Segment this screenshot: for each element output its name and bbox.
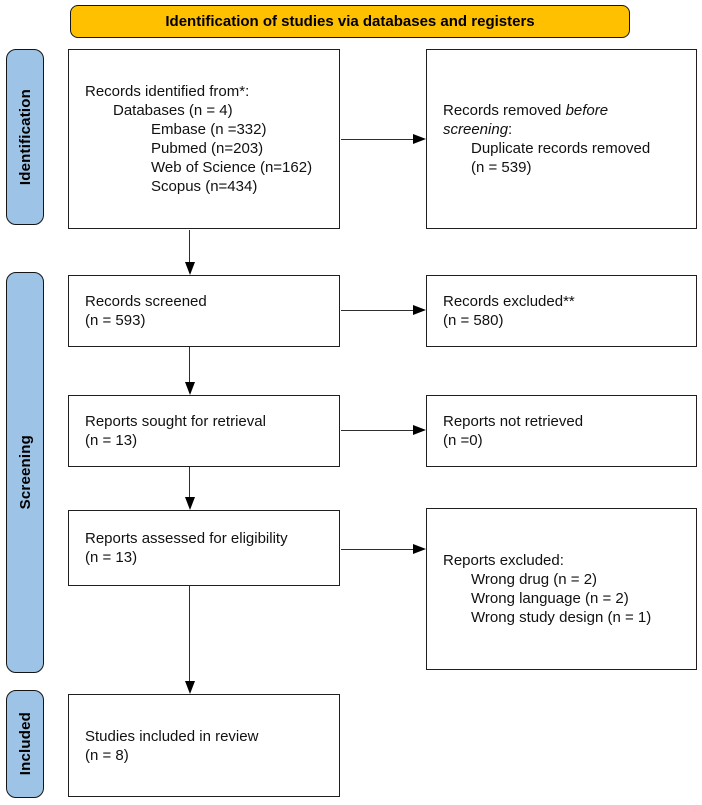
arrow-assessed-to-included: [189, 585, 190, 682]
sidebar-stage-identification: Identification: [6, 49, 44, 225]
arrow-right-head-icon: [413, 134, 426, 144]
arrow-down-head-icon: [184, 382, 195, 395]
box-reports-not-retrieved: Reports not retrieved (n =0): [426, 395, 697, 467]
arrow-identified-to-screened: [189, 230, 190, 263]
banner: Identification of studies via databases …: [70, 5, 630, 38]
arrow-assessed-to-excluded: [341, 549, 414, 550]
box-records-identified: Records identified from*: Databases (n =…: [68, 49, 340, 229]
text-line: Wrong drug (n = 2): [471, 571, 598, 588]
arrow-sought-to-not-retrieved: [341, 430, 414, 431]
sidebar-stage-screening: Screening: [6, 272, 44, 673]
arrow-screened-to-sought: [189, 347, 190, 383]
text-line: Records identified from*:: [85, 83, 250, 100]
arrow-down-head-icon: [184, 497, 195, 510]
text-segment: :: [508, 121, 513, 138]
text-line: Pubmed (n=203): [151, 140, 264, 157]
sidebar-stage-included: Included: [6, 690, 44, 798]
arrow-right-head-icon: [413, 544, 426, 554]
text-line: Records excluded**: [443, 293, 575, 310]
box-studies-included: Studies included in review (n = 8): [68, 694, 340, 797]
text-line: (n = 539): [471, 159, 532, 176]
arrow-right-head-icon: [413, 425, 426, 435]
box-reports-assessed: Reports assessed for eligibility (n = 13…: [68, 510, 340, 586]
text-line: Reports excluded:: [443, 552, 564, 569]
text-line: Wrong language (n = 2): [471, 590, 629, 607]
box-records-excluded: Records excluded** (n = 580): [426, 275, 697, 347]
text-line: Records screened: [85, 293, 207, 310]
box-records-removed: Records removed before screening: Duplic…: [426, 49, 697, 229]
arrow-right-head-icon: [413, 305, 426, 315]
text-line: (n = 13): [85, 432, 138, 449]
arrow-identified-to-removed: [341, 139, 414, 140]
arrow-screened-to-excluded: [341, 310, 414, 311]
sidebar-label-screening: Screening: [16, 435, 34, 510]
text-line: (n = 593): [85, 312, 146, 329]
text-line: Records removed before screening:: [443, 101, 643, 139]
text-line: Reports not retrieved: [443, 413, 584, 430]
text-line: Databases (n = 4): [113, 102, 233, 119]
arrow-down-head-icon: [184, 262, 195, 275]
text-line: Scopus (n=434): [151, 178, 258, 195]
text-line: Web of Science (n=162): [151, 159, 313, 176]
arrow-down-head-icon: [184, 681, 195, 694]
text-line: Reports assessed for eligibility: [85, 530, 288, 547]
sidebar-label-included: Included: [16, 712, 34, 776]
box-records-screened: Records screened (n = 593): [68, 275, 340, 347]
text-segment-italic: before screening: [443, 102, 609, 138]
text-line: Wrong study design (n = 1): [471, 609, 652, 626]
text-line: (n = 13): [85, 549, 138, 566]
text-line: Reports sought for retrieval: [85, 413, 266, 430]
text-line: Duplicate records removed: [471, 140, 651, 157]
box-reports-excluded: Reports excluded: Wrong drug (n = 2) Wro…: [426, 508, 697, 670]
text-line: Embase (n =332): [151, 121, 267, 138]
text-line: (n = 580): [443, 312, 504, 329]
text-line: (n = 8): [85, 746, 129, 764]
text-line: (n =0): [443, 432, 483, 449]
banner-title: Identification of studies via databases …: [165, 13, 535, 30]
arrow-sought-to-assessed: [189, 467, 190, 498]
text-segment: Records removed: [443, 102, 566, 119]
text-line: Studies included in review: [85, 727, 259, 745]
box-reports-sought: Reports sought for retrieval (n = 13): [68, 395, 340, 467]
sidebar-label-identification: Identification: [16, 88, 34, 186]
